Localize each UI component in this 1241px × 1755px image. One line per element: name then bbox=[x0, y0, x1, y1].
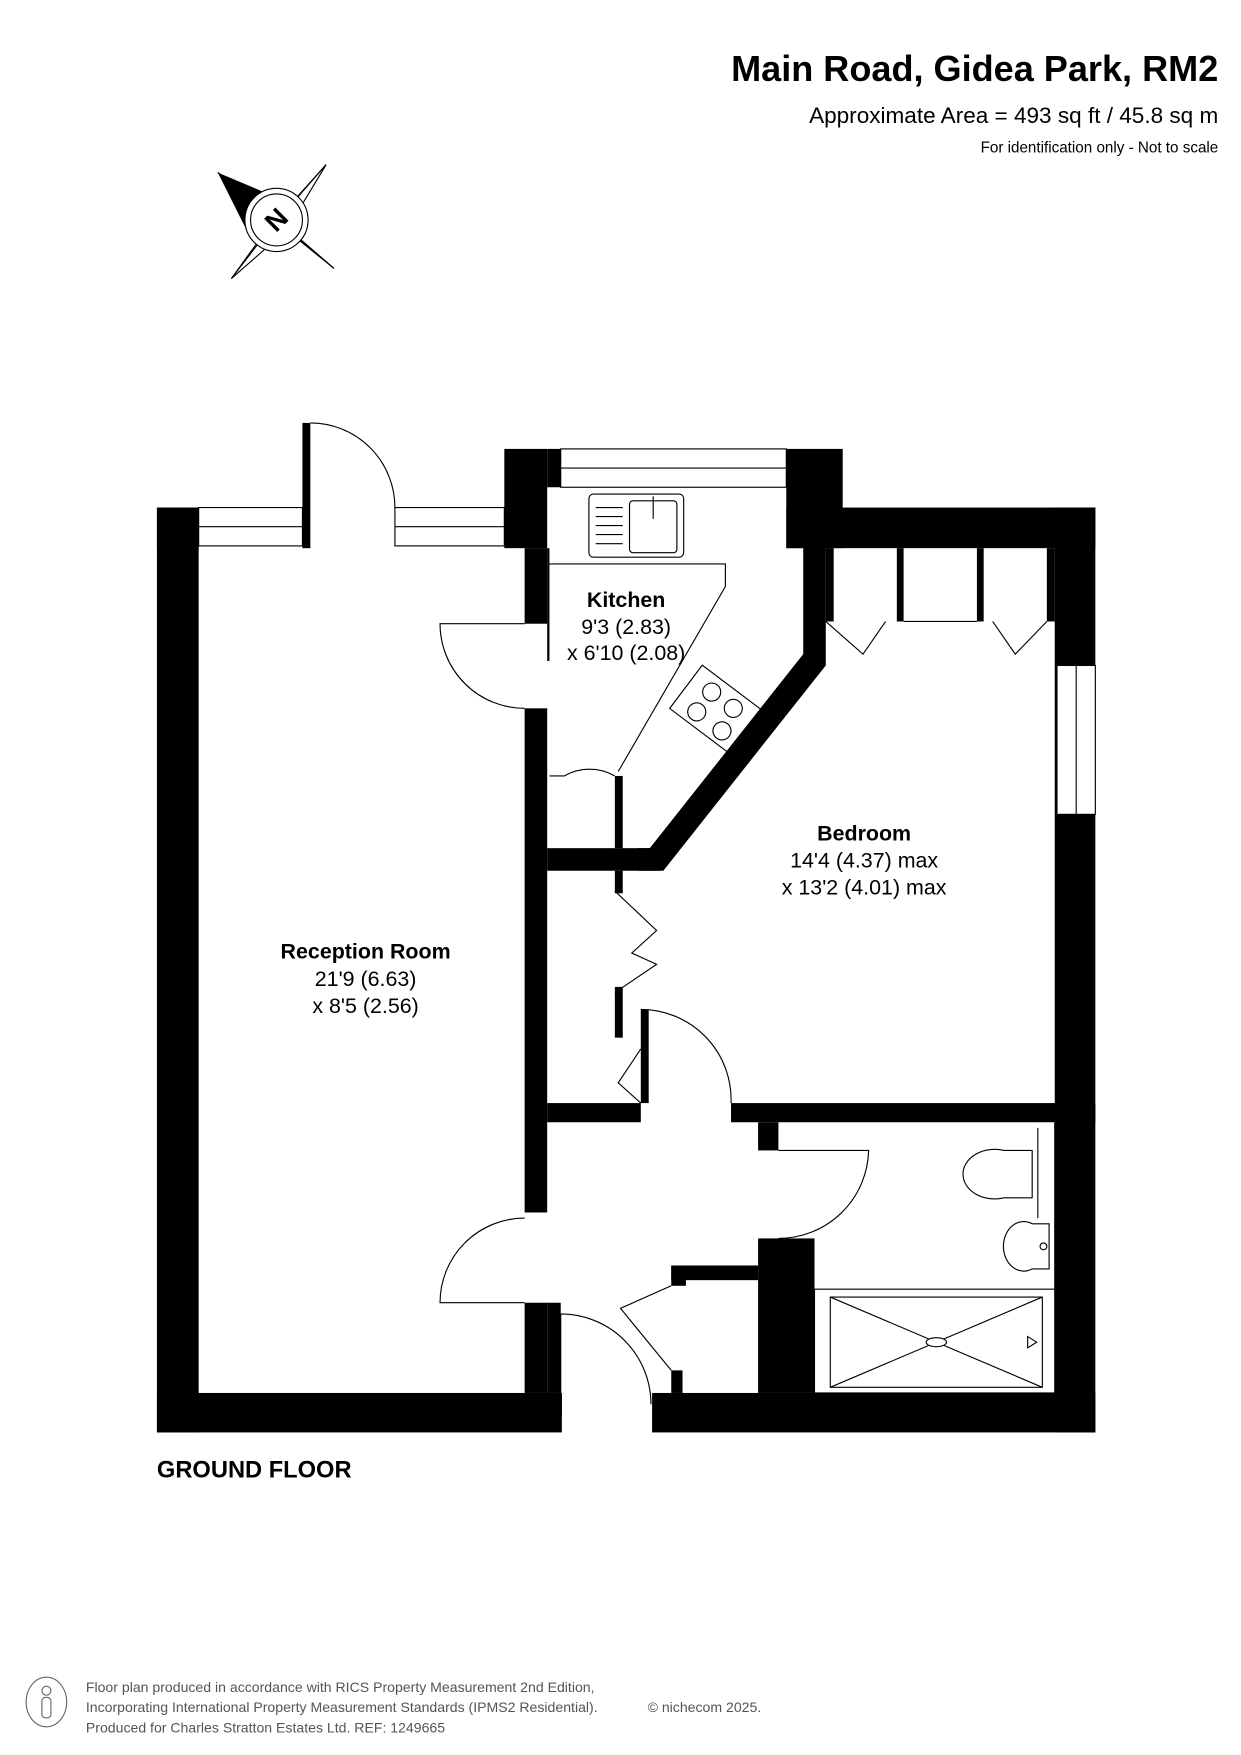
scale-note: For identification only - Not to scale bbox=[981, 139, 1219, 156]
hob-icon bbox=[668, 664, 768, 759]
footer-copyright: © nichecom 2025. bbox=[648, 1699, 762, 1715]
person-icon bbox=[25, 1676, 68, 1728]
compass-icon: N bbox=[217, 164, 335, 280]
toilet-icon bbox=[962, 1127, 1039, 1219]
walls bbox=[156, 422, 1096, 1433]
floor-label: GROUND FLOOR bbox=[157, 1458, 352, 1484]
kitchen-dimension-1: 9'3 (2.83) bbox=[581, 615, 671, 639]
basin-icon bbox=[1002, 1221, 1050, 1272]
footer-line-1: Floor plan produced in accordance with R… bbox=[86, 1679, 595, 1695]
footer-line-3: Produced for Charles Stratton Estates Lt… bbox=[86, 1719, 445, 1735]
kitchen-sink-icon bbox=[588, 493, 685, 558]
reception-room-dimension-1: 21'9 (6.63) bbox=[315, 967, 417, 991]
door-swings bbox=[310, 422, 1048, 1405]
windows bbox=[198, 448, 1096, 815]
kitchen-counter bbox=[549, 563, 726, 772]
bedroom-dimension-2: x 13'2 (4.01) max bbox=[782, 875, 947, 899]
bedroom-dimension-1: 14'4 (4.37) max bbox=[790, 848, 938, 872]
property-title: Main Road, Gidea Park, RM2 bbox=[731, 48, 1218, 89]
kitchen-label: Kitchen bbox=[587, 588, 666, 612]
shower-tray-icon bbox=[813, 1122, 1056, 1394]
approximate-area: Approximate Area = 493 sq ft / 45.8 sq m bbox=[809, 103, 1218, 128]
reception-room-label: Reception Room bbox=[281, 940, 451, 964]
kitchen-dimension-2: x 6'10 (2.08) bbox=[567, 641, 685, 665]
footer-line-2: Incorporating International Property Mea… bbox=[86, 1699, 598, 1715]
bedroom-label: Bedroom bbox=[817, 821, 911, 845]
reception-room-dimension-2: x 8'5 (2.56) bbox=[312, 994, 418, 1018]
